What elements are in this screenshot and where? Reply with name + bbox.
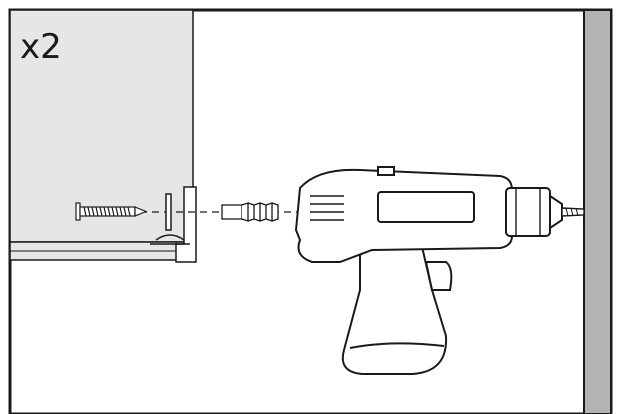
wall (583, 9, 612, 414)
wall-bracket-icon (150, 186, 197, 263)
screw-icon (75, 202, 148, 221)
washer-icon (165, 193, 172, 231)
wall-plug-icon (221, 202, 279, 222)
cabinet (9, 9, 194, 261)
power-drill-icon (294, 166, 585, 375)
cabinet-side-panel (9, 9, 194, 243)
quantity-label: x2 (20, 27, 62, 67)
